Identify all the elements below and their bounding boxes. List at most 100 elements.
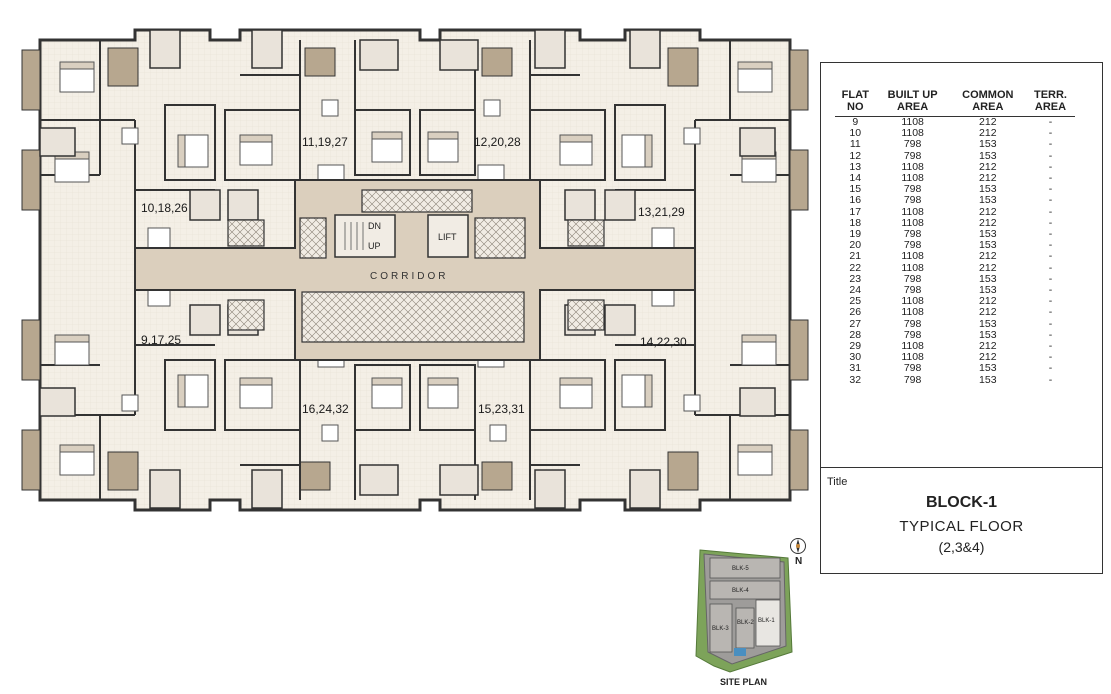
cell-terr-area: - <box>1048 205 1053 218</box>
cell-terr-area: - <box>1048 194 1053 207</box>
toilet-rooms <box>39 29 776 509</box>
cell-flat-no: 12 <box>849 149 862 162</box>
cell-common-area: 212 <box>979 351 997 364</box>
cell-common-area: 212 <box>979 172 997 185</box>
cell-flat-no: 30 <box>849 351 862 364</box>
bed-icons <box>54 61 777 476</box>
cell-built-up-area: 1108 <box>901 216 924 229</box>
site-block-1: BLK-1 <box>758 618 775 624</box>
site-block-2: BLK-2 <box>737 620 754 626</box>
cell-built-up-area: 798 <box>903 239 922 252</box>
cell-flat-no: 32 <box>849 373 862 386</box>
cell-common-area: 212 <box>979 116 997 128</box>
cell-common-area: 153 <box>979 183 997 196</box>
cell-built-up-area: 798 <box>903 138 922 151</box>
stair-down-label: DN <box>368 221 381 231</box>
cell-flat-no: 19 <box>849 228 862 241</box>
cell-flat-no: 18 <box>849 216 862 229</box>
cell-terr-area: - <box>1048 172 1053 185</box>
cell-common-area: 212 <box>979 306 997 319</box>
cell-flat-no: 10 <box>849 127 862 140</box>
cell-common-area: 153 <box>979 272 997 285</box>
cell-built-up-area: 1108 <box>901 261 924 274</box>
cell-built-up-area: 798 <box>903 373 922 386</box>
cell-built-up-area: 1108 <box>901 351 924 364</box>
cell-terr-area: - <box>1048 362 1053 375</box>
cell-flat-no: 28 <box>849 328 862 341</box>
site-block-5: BLK-5 <box>732 566 749 572</box>
cell-built-up-area: 798 <box>903 272 922 285</box>
table-row: 30 1108 212 - <box>835 352 1075 363</box>
floor-plan: CORRIDOR DN UP LIFT 11,19,27 12,20,28 10… <box>21 28 809 512</box>
cell-built-up-area: 798 <box>903 284 922 297</box>
flat-label-14-22-30: 14,22,30 <box>640 335 687 349</box>
cell-flat-no: 15 <box>849 183 862 196</box>
dining-icons <box>121 99 701 442</box>
balconies <box>21 47 809 491</box>
flat-label-11-19-27: 11,19,27 <box>302 135 348 149</box>
cell-built-up-area: 1108 <box>901 340 924 353</box>
flat-label-15-23-31: 15,23,31 <box>478 402 525 416</box>
cell-common-area: 153 <box>979 228 997 241</box>
cell-terr-area: - <box>1048 340 1053 353</box>
cell-built-up-area: 1108 <box>901 295 924 308</box>
cell-common-area: 153 <box>979 317 997 330</box>
site-block-3: BLK-3 <box>712 626 729 632</box>
title-caption: Title <box>827 476 848 488</box>
cell-terr-area: - <box>1048 127 1053 140</box>
cell-built-up-area: 798 <box>903 328 922 341</box>
cell-terr-area: - <box>1048 149 1053 162</box>
cell-flat-no: 11 <box>849 138 861 151</box>
cell-terr-area: - <box>1048 351 1053 364</box>
cell-flat-no: 31 <box>849 362 862 375</box>
corridor: CORRIDOR <box>134 179 696 361</box>
cell-terr-area: - <box>1048 272 1053 285</box>
block-title: BLOCK-1 <box>925 494 998 511</box>
central-void <box>301 291 525 343</box>
cell-terr-area: - <box>1048 138 1053 151</box>
cell-flat-no: 9 <box>852 116 859 128</box>
north-label: N <box>795 556 803 567</box>
cell-common-area: 212 <box>979 295 997 308</box>
lift-label: LIFT <box>438 232 457 242</box>
cell-flat-no: 26 <box>849 306 862 319</box>
cell-built-up-area: 798 <box>903 362 922 375</box>
cell-flat-no: 29 <box>849 340 862 353</box>
cell-built-up-area: 798 <box>903 228 922 241</box>
cell-terr-area: - <box>1048 373 1053 386</box>
flat-labels: 11,19,27 12,20,28 10,18,26 13,21,29 9,17… <box>141 135 687 416</box>
title-block: Title BLOCK-1 TYPICAL FLOOR (2,3&4) <box>821 467 1102 574</box>
cell-terr-area: - <box>1048 160 1053 173</box>
flat-label-13-21-29: 13,21,29 <box>638 205 685 219</box>
cell-flat-no: 14 <box>849 172 862 185</box>
stair-up-label: UP <box>368 241 381 251</box>
cell-terr-area: - <box>1048 261 1053 274</box>
cell-built-up-area: 1108 <box>901 205 924 218</box>
cell-terr-area: - <box>1048 306 1053 319</box>
lift <box>427 214 469 258</box>
cell-built-up-area: 798 <box>903 194 922 207</box>
cell-flat-no: 25 <box>849 295 862 308</box>
flat-label-16-24-32: 16,24,32 <box>302 402 349 416</box>
cell-terr-area: - <box>1048 216 1053 229</box>
site-plan-label: SITE PLAN <box>720 677 768 687</box>
cell-common-area: 153 <box>979 284 997 297</box>
